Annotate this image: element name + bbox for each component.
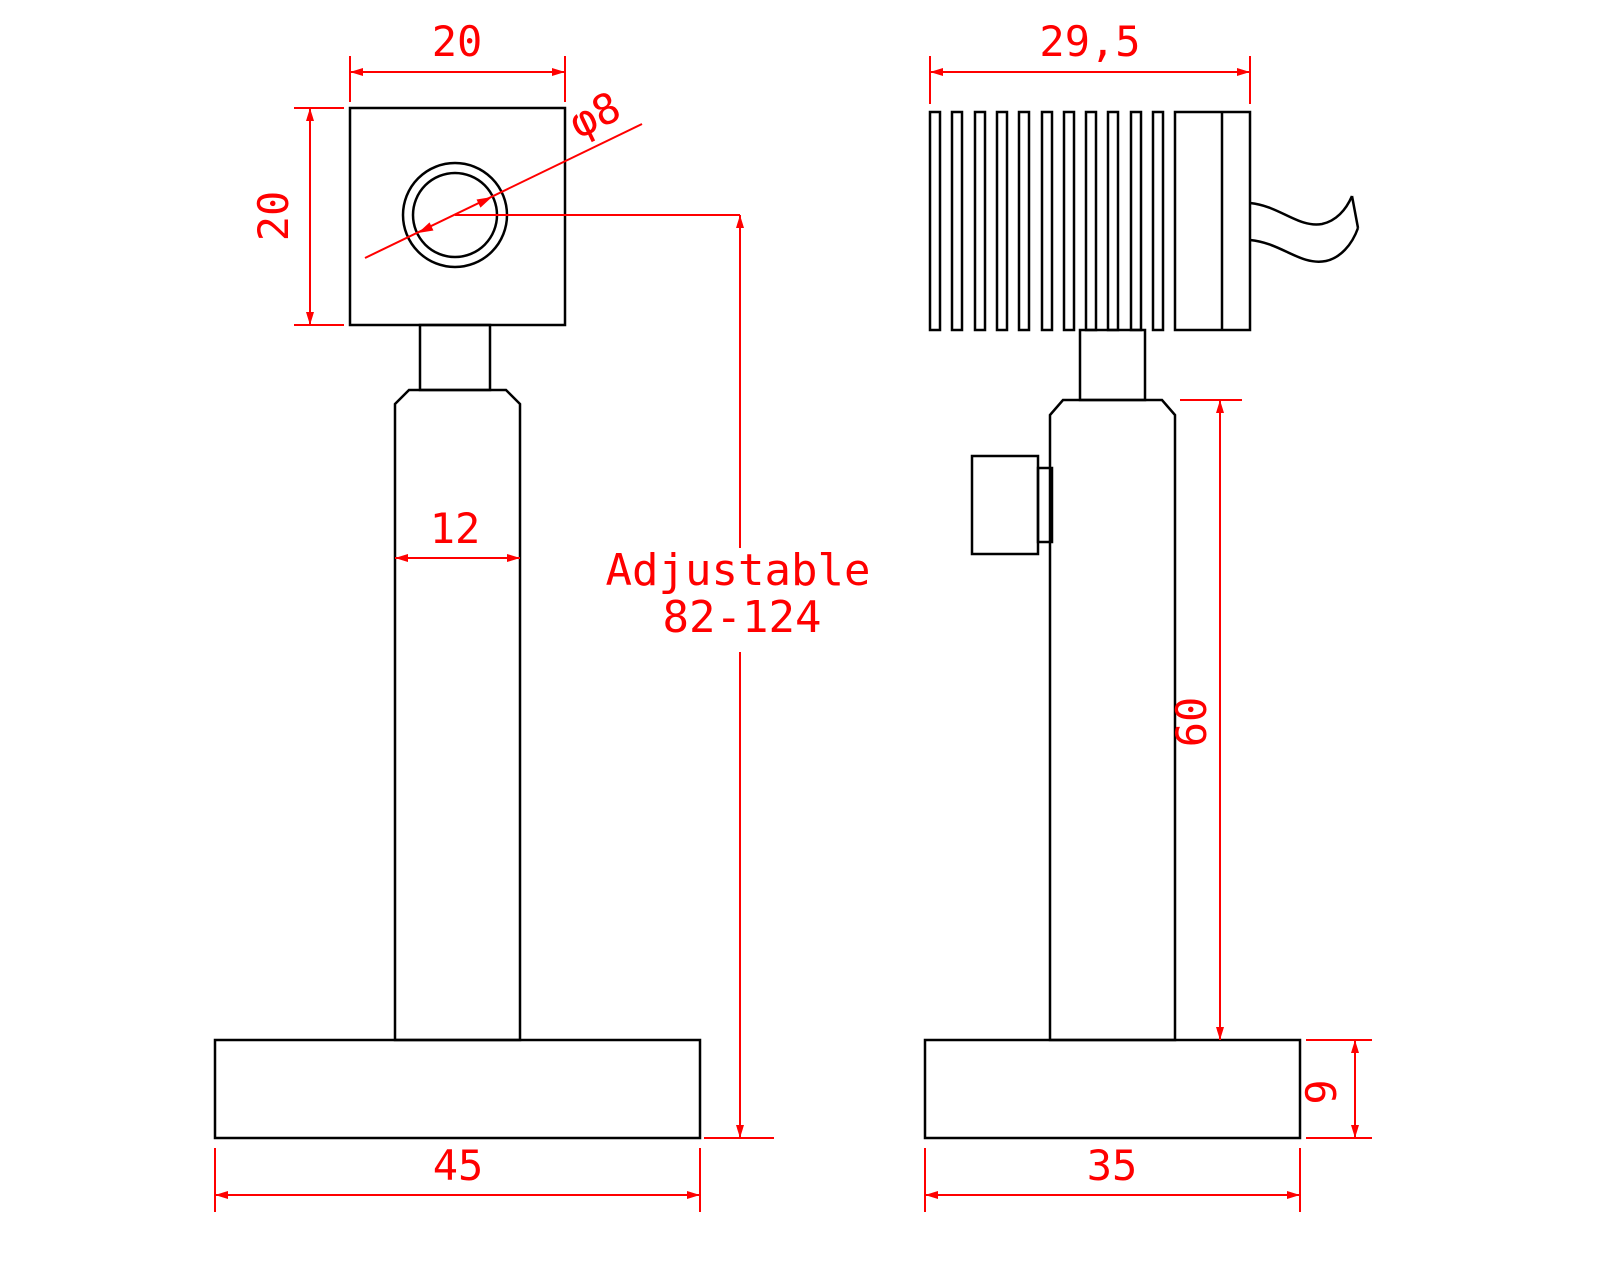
dim-heatsink-width: 29,5 bbox=[929, 17, 1251, 104]
post-front bbox=[393, 388, 522, 1042]
base-side bbox=[923, 1038, 1302, 1140]
heatsink-fins bbox=[928, 110, 1165, 332]
dim-post-height: 60 bbox=[1167, 399, 1242, 1040]
dim-label-post-height: 60 bbox=[1167, 697, 1216, 748]
dim-label-heatsink-width: 29,5 bbox=[1039, 17, 1140, 66]
power-cable bbox=[1249, 195, 1360, 263]
dim-base-thickness: 9 bbox=[1297, 1039, 1372, 1139]
heatsink-body bbox=[1173, 110, 1252, 332]
dim-post-width: 12 bbox=[395, 504, 520, 562]
front-view bbox=[213, 106, 702, 1140]
laser-head-outline bbox=[348, 106, 567, 327]
dim-head-width: 20 bbox=[349, 17, 566, 102]
post-side bbox=[1048, 398, 1177, 1042]
post-neck-side bbox=[1078, 328, 1147, 402]
dim-base-width-side: 35 bbox=[924, 1141, 1301, 1212]
dim-label-head-width: 20 bbox=[432, 17, 483, 66]
adjustment-knob bbox=[970, 454, 1054, 556]
side-view bbox=[923, 110, 1360, 1140]
dim-label-base-width-front: 45 bbox=[433, 1141, 484, 1190]
dim-label-adjustable-range: 82-124 bbox=[663, 592, 822, 643]
base-front bbox=[213, 1038, 702, 1140]
dim-label-base-thickness: 9 bbox=[1297, 1079, 1346, 1104]
dim-adjustable-height: Adjustable 82-124 bbox=[455, 214, 871, 1139]
dim-label-head-height: 20 bbox=[249, 191, 298, 242]
dim-head-height: 20 bbox=[249, 107, 344, 326]
dim-base-width-front: 45 bbox=[214, 1141, 701, 1212]
dim-label-adjustable: Adjustable bbox=[606, 545, 871, 596]
dim-label-base-width-side: 35 bbox=[1087, 1141, 1138, 1190]
dim-label-post-width: 12 bbox=[430, 504, 481, 553]
post-neck-front bbox=[418, 323, 492, 392]
dim-label-aperture: φ8 bbox=[561, 82, 628, 148]
